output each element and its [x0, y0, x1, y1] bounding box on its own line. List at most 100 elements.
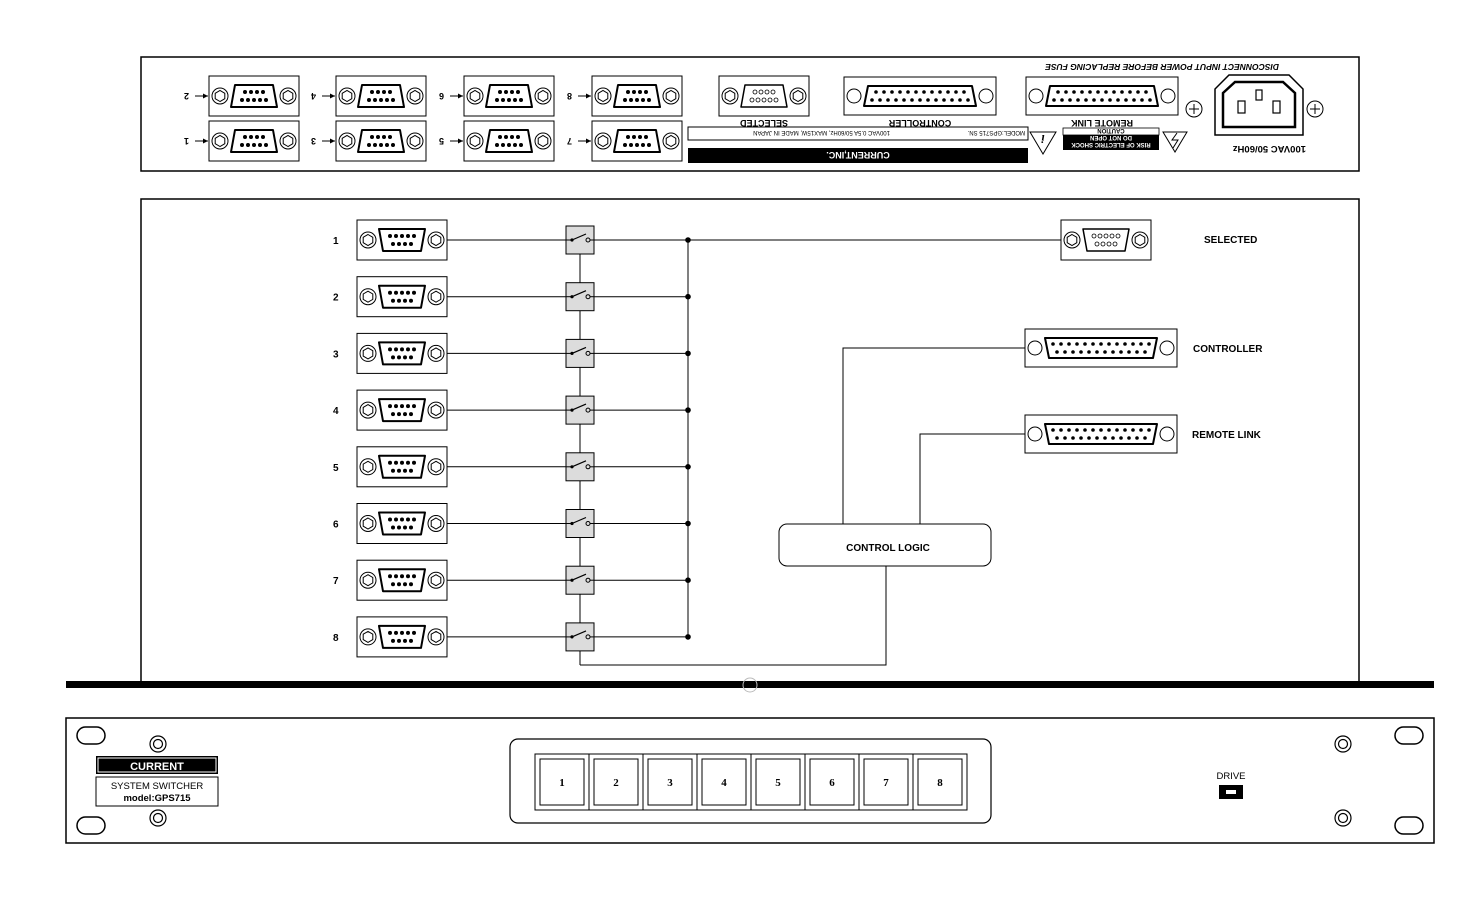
- controller-connector: [1024, 328, 1178, 368]
- ground-screw-icon: [1185, 100, 1324, 118]
- button-number-label: 4: [721, 777, 727, 789]
- shock-warning-icon: [1162, 131, 1188, 153]
- screw-icon: [149, 735, 167, 753]
- select-button-5[interactable]: 5: [750, 753, 806, 811]
- svg-text:8: 8: [567, 91, 572, 101]
- rear-remote-link-connector: [1025, 76, 1179, 116]
- power-rating-text: 100VAC 50/60Hz: [1233, 143, 1306, 154]
- svg-text:3: 3: [311, 136, 316, 146]
- button-number-label: 3: [667, 777, 673, 789]
- button-number-label: 7: [883, 777, 889, 789]
- bus-junction: [685, 634, 691, 640]
- model-label-box: [687, 126, 1029, 141]
- caution-line-shock: RISK OF ELECTRIC SHOCK: [1071, 141, 1151, 147]
- bus-junction: [685, 520, 691, 527]
- screw-icon: [1334, 809, 1352, 827]
- input-connector: [356, 389, 448, 432]
- bus-junction: [685, 350, 691, 357]
- select-button-6[interactable]: 6: [804, 753, 860, 811]
- input-channel-7: 7: [333, 559, 691, 602]
- switch-icon: [565, 622, 595, 652]
- company-bar: [688, 148, 1028, 163]
- input-channel-6: 6: [333, 502, 691, 545]
- control-logic-label: CONTROL LOGIC: [846, 543, 930, 554]
- control-logic-box: [778, 523, 992, 567]
- block-diagram: 1 2 3 4 5 6 7 8 SELECTED CONTROLLER REMOTE LINK…: [140, 198, 1360, 683]
- divider-mark: [742, 677, 758, 693]
- button-number-label: 8: [937, 777, 943, 789]
- rear-port-7: 7: [567, 120, 683, 162]
- input-number-label: 5: [333, 463, 339, 474]
- company-name: CURRENT,INC.: [826, 150, 890, 160]
- power-inlet-icon: [1214, 74, 1304, 136]
- bus-junction: [685, 577, 691, 583]
- rear-port-4: 4: [311, 75, 427, 117]
- bus-junction: [685, 464, 691, 470]
- select-button-4[interactable]: 4: [696, 753, 752, 811]
- model-number-text: MODEL:GPS715 SN.: [967, 129, 1025, 135]
- select-button-2[interactable]: 2: [588, 753, 644, 811]
- input-number-label: 1: [333, 236, 339, 247]
- switch-icon: [565, 395, 595, 425]
- button-number-label: 2: [613, 777, 619, 789]
- rack-divider-bar: [66, 681, 1434, 688]
- drive-label: DRIVE: [1216, 771, 1245, 782]
- product-model: model:GPS715: [123, 793, 191, 804]
- input-channel-3: 3: [333, 332, 691, 375]
- rear-port-6: 6: [439, 75, 555, 117]
- input-connector: [356, 219, 448, 261]
- control-logic-to-remote-link-line: [919, 433, 1025, 524]
- bus-junction: [685, 237, 691, 243]
- switch-icon: [565, 508, 595, 539]
- rear-controller-connector: [843, 76, 997, 116]
- svg-text:7: 7: [567, 136, 572, 146]
- input-number-label: 7: [333, 576, 339, 587]
- spec-text: 100VAC 0.5A 50/60Hz, MAX15W, MADE IN JAP…: [753, 129, 890, 135]
- input-channel-2: 2: [333, 275, 691, 318]
- select-button-7[interactable]: 7: [858, 753, 914, 811]
- svg-text:5: 5: [439, 136, 444, 146]
- rear-port-8: 8: [567, 75, 683, 117]
- bus-junction: [685, 407, 691, 413]
- selected-connector: [1060, 219, 1152, 261]
- rack-ear-slot-icon: [1394, 726, 1424, 745]
- rack-ear-slot-icon: [76, 726, 106, 745]
- input-channel-1: 1: [333, 219, 691, 261]
- controller-label: CONTROLLER: [1193, 344, 1263, 355]
- input-number-label: 3: [333, 349, 339, 360]
- input-number-label: 2: [333, 293, 339, 304]
- rear-selected-label: SELECTED: [740, 118, 789, 128]
- select-button-3[interactable]: 3: [642, 753, 698, 811]
- input-connector: [356, 615, 448, 658]
- switch-icon: [565, 282, 595, 312]
- caution-line-open: DO NOT OPEN: [1090, 134, 1132, 140]
- disconnect-warning-text: DISCONNECT INPUT POWER BEFORE REPLACING …: [1045, 62, 1279, 72]
- caution-title: CAUTION: [1097, 127, 1124, 133]
- rear-remote-link-label: REMOTE LINK: [1071, 118, 1133, 128]
- input-number-label: 6: [333, 520, 339, 531]
- control-logic-to-switches-line: [580, 566, 887, 666]
- input-connector: [356, 275, 448, 318]
- rear-port-2: 2: [184, 75, 300, 117]
- input-channel-4: 4: [333, 389, 691, 432]
- switch-icon: [565, 565, 595, 595]
- screw-icon: [149, 809, 167, 827]
- rear-selected-connector: [718, 75, 810, 117]
- switch-icon: [565, 452, 595, 482]
- remote-link-connector: [1024, 414, 1178, 454]
- input-connector: [356, 502, 448, 545]
- input-connector: [356, 445, 448, 488]
- screw-icon: [1334, 735, 1352, 753]
- rear-port-1: 1: [184, 120, 300, 162]
- input-channel-5: 5: [333, 445, 691, 488]
- svg-text:6: 6: [439, 91, 444, 101]
- selected-label: SELECTED: [1204, 235, 1257, 246]
- product-plate: [95, 776, 219, 807]
- button-number-label: 6: [829, 777, 835, 789]
- remote-link-label: REMOTE LINK: [1192, 430, 1262, 441]
- select-button-1[interactable]: 1: [534, 753, 590, 811]
- select-button-8[interactable]: 8: [912, 753, 968, 811]
- input-number-label: 8: [333, 633, 339, 644]
